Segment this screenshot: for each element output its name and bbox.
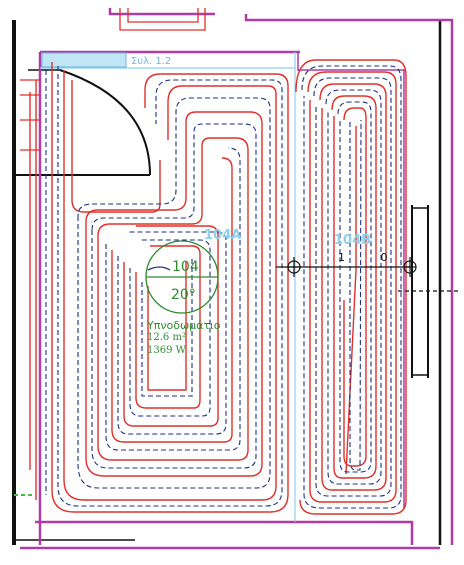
heating-circuit-104B — [295, 59, 407, 515]
zone-partitions — [40, 52, 296, 522]
room-name: Υπνοδωμάτιο — [147, 319, 221, 332]
room-number: 104 — [172, 259, 199, 275]
room-area: 12.6 m² — [147, 332, 186, 343]
dashed-contour-104B — [301, 65, 402, 509]
pipe-feeds-top — [20, 8, 206, 151]
collector-box — [41, 52, 127, 68]
dimension-line — [276, 257, 460, 292]
room-temperature: 20° — [171, 287, 196, 303]
collector-label: Συλ. 1.2 — [131, 56, 172, 67]
zone-label-104B: 104B — [334, 233, 372, 248]
heating-circuit-104A — [29, 62, 289, 513]
zone-label-104A: 104A — [204, 228, 242, 243]
room-tag — [145, 240, 219, 314]
room-power: 1369 W — [147, 345, 186, 356]
dimension-text: 1 0 — [338, 251, 404, 264]
dashed-contour-104A — [45, 66, 283, 507]
wall-accents — [20, 8, 454, 550]
